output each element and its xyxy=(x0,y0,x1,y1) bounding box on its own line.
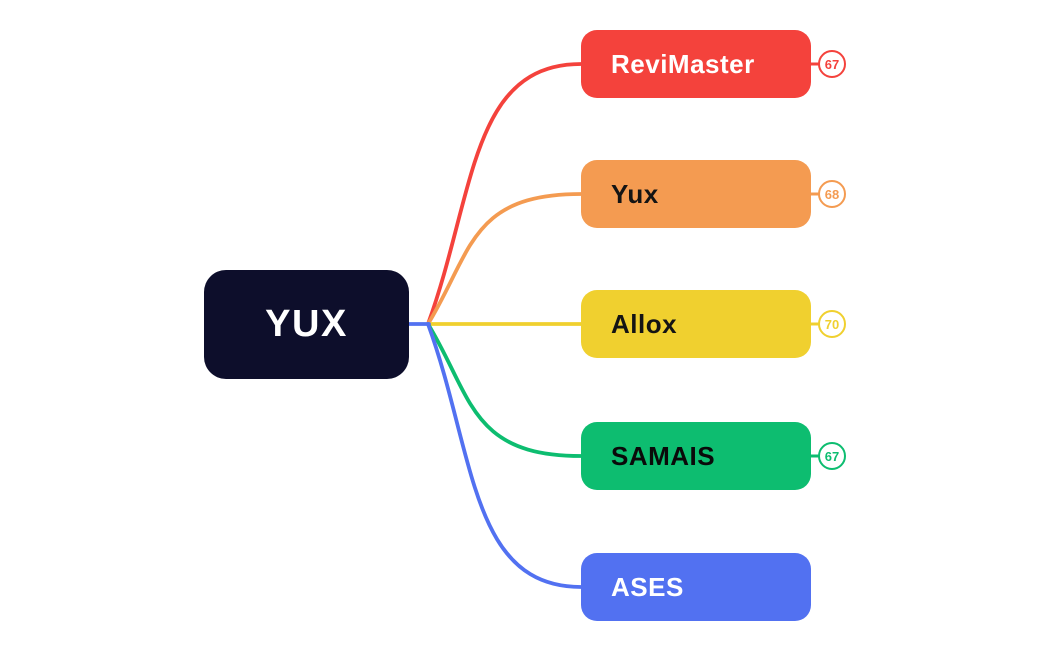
branch-node-allox[interactable]: Allox xyxy=(581,290,811,358)
branch-node-yux[interactable]: Yux xyxy=(581,160,811,228)
branch-curve-samais xyxy=(426,322,583,458)
branch-curve-yux xyxy=(426,192,583,326)
root-node[interactable]: YUX xyxy=(204,270,409,379)
badge-count-value: 68 xyxy=(824,186,840,202)
badge-count-revimaster[interactable]: 67 xyxy=(818,50,846,78)
branch-node-label: Yux xyxy=(611,178,659,209)
badge-count-value: 70 xyxy=(824,316,840,332)
branch-node-label: SAMAIS xyxy=(611,440,716,471)
branch-curve-ases xyxy=(426,322,583,589)
badge-count-samais[interactable]: 67 xyxy=(818,442,846,470)
badge-count-allox[interactable]: 70 xyxy=(818,310,846,338)
badge-count-value: 67 xyxy=(824,448,840,464)
badge-count-yux[interactable]: 68 xyxy=(818,180,846,208)
badge-count-value: 67 xyxy=(824,56,840,72)
root-node-label: YUX xyxy=(265,303,348,345)
branch-node-ases[interactable]: ASES xyxy=(581,553,811,621)
branch-node-label: ReviMaster xyxy=(611,48,755,79)
branch-curve-revimaster xyxy=(426,62,583,326)
branch-node-samais[interactable]: SAMAIS xyxy=(581,422,811,490)
branch-node-label: ASES xyxy=(611,571,684,602)
branch-node-label: Allox xyxy=(611,308,678,339)
branch-node-revimaster[interactable]: ReviMaster xyxy=(581,30,811,98)
